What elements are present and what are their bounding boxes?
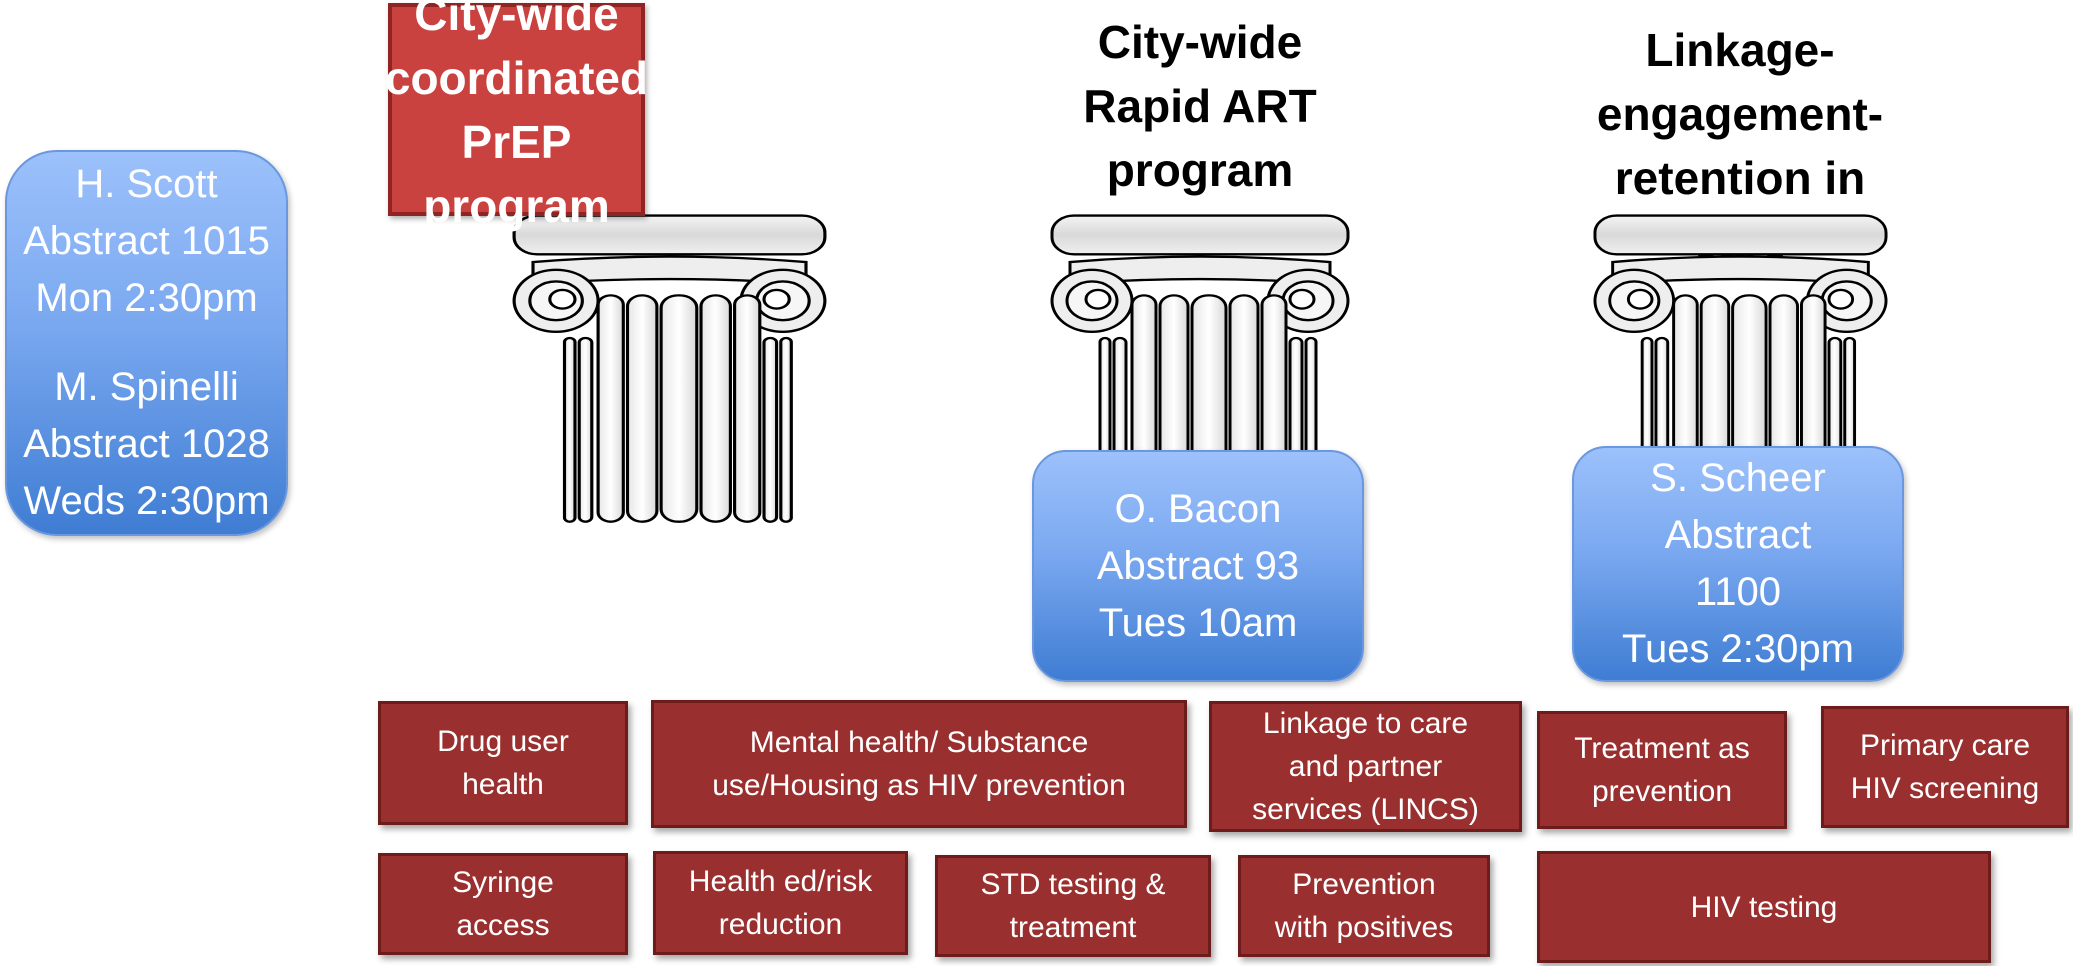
speaker-line: Abstract 1015 [23, 219, 270, 263]
foundation-line: treatment [1009, 911, 1137, 944]
pillar-title-line: City-wide [414, 0, 619, 40]
foundation-line: and partner [1288, 750, 1443, 783]
speaker-line: Abstract 93 [1096, 543, 1300, 588]
foundation-prevention-positives: Prevention with positives [1238, 855, 1490, 957]
speaker-line: Tues 10am [1098, 600, 1298, 645]
speakers-box: H. Scott Abstract 1015 Mon 2:30pm M. Spi… [5, 150, 288, 536]
speaker-line: H. Scott [75, 162, 218, 206]
foundation-syringe-access: Syringe access [378, 853, 628, 955]
speaker-line: 1100 [1694, 570, 1781, 614]
pillar-title-rapid-art: City-wide Rapid ART program [1000, 10, 1400, 202]
foundation-mental-health: Mental health/ Substance use/Housing as H… [651, 700, 1187, 828]
foundation-line: health [462, 768, 544, 801]
pillar-title-line: PrEP [461, 115, 572, 168]
speaker-box-linkage: S. Scheer Abstract 1100 Tues 2:30pm [1572, 446, 1904, 682]
speaker-line-spacer [7, 327, 286, 359]
pillar-title-line: program [1106, 144, 1294, 196]
speaker-line: M. Spinelli [54, 365, 239, 409]
foundation-line: HIV screening [1850, 772, 2040, 805]
foundation-line: Prevention [1292, 868, 1436, 901]
pillar-title-line: City-wide [1097, 16, 1303, 68]
foundation-health-ed: Health ed/risk reduction [653, 851, 908, 955]
foundation-hiv-testing: HIV testing [1537, 851, 1991, 963]
speaker-box-rapid-art: O. Bacon Abstract 93 Tues 10am [1032, 450, 1364, 682]
foundation-line: use/Housing as HIV prevention [712, 769, 1126, 802]
foundation-line: Mental health/ Substance [749, 726, 1089, 759]
pillar-title-line: program [423, 179, 610, 232]
pillar-title-prep: City-wide coordinated PrEP program [384, 0, 649, 232]
speaker-line: Weds 2:30pm [23, 479, 270, 523]
pillar-title-line: coordinated [384, 51, 649, 104]
pillar-column-icon [512, 214, 827, 524]
foundation-line: prevention [1591, 775, 1733, 808]
foundation-lincs: Linkage to care and partner services (LINC… [1209, 701, 1522, 832]
foundation-line: access [456, 909, 550, 942]
foundation-line: STD testing & [980, 868, 1166, 901]
pillar-title-line: retention in [1614, 152, 1866, 204]
foundation-line: reduction [718, 908, 843, 941]
foundation-line: Syringe [452, 866, 554, 899]
speaker-line: Tues 2:30pm [1622, 627, 1854, 671]
foundation-std-testing: STD testing & treatment [935, 855, 1211, 957]
foundation-line: Treatment as [1574, 732, 1750, 765]
foundation-line: Health ed/risk [688, 865, 873, 898]
foundation-treatment-as-prevention: Treatment as prevention [1537, 711, 1787, 829]
pillar-title-line: engagement- [1596, 88, 1884, 140]
pillar-title-line: Rapid ART [1083, 80, 1317, 132]
speaker-line: Abstract 1028 [23, 422, 270, 466]
foundation-line: with positives [1274, 911, 1454, 944]
foundation-line: Linkage to care [1262, 707, 1469, 740]
speaker-line: Abstract [1664, 513, 1812, 557]
pillar-title-line: Linkage- [1645, 24, 1835, 76]
foundation-line: Drug user [437, 725, 569, 758]
speaker-line: O. Bacon [1114, 486, 1282, 531]
foundation-drug-user-health: Drug user health [378, 701, 628, 825]
foundation-line: Primary care [1859, 729, 2031, 762]
speaker-line: Mon 2:30pm [35, 276, 258, 320]
foundation-line: services (LINCS) [1252, 793, 1479, 826]
speaker-line: S. Scheer [1650, 456, 1826, 500]
foundation-line: HIV testing [1690, 890, 1838, 924]
